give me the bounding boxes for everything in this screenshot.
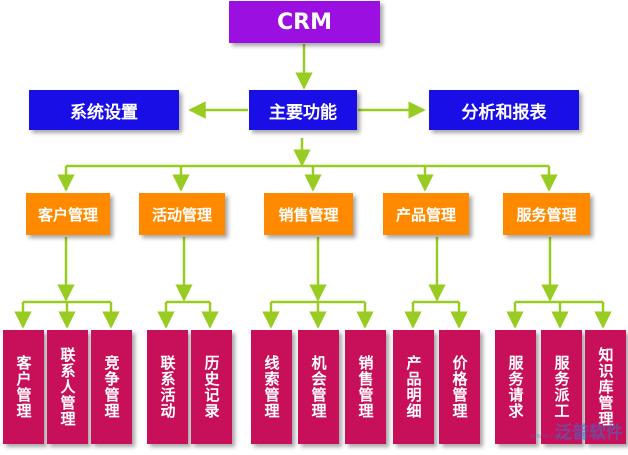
leaf-node: 历史记录 (191, 330, 232, 444)
category-product: 产品管理 (383, 193, 469, 235)
main-functions-node: 主要功能 (249, 90, 357, 130)
leaf-node: 服务请求 (495, 330, 536, 444)
leaf-node: 竞争管理 (91, 330, 132, 444)
leaf-node: 联系活动 (147, 330, 188, 444)
category-activity: 活动管理 (139, 193, 225, 235)
category-sales: 销售管理 (264, 193, 353, 235)
watermark-url: www.fanpusoft.com (530, 432, 608, 440)
leaf-node: 服务派工 (541, 330, 582, 444)
category-customer: 客户管理 (26, 193, 110, 235)
leaf-node: 客户管理 (3, 330, 44, 444)
watermark-logo: 泛普软件 (555, 422, 623, 443)
root-node: CRM (229, 1, 380, 43)
leaf-node: 联系人管理 (47, 330, 88, 444)
leaf-node: 机会管理 (298, 330, 339, 444)
leaf-node: 销售管理 (345, 330, 386, 444)
category-service: 服务管理 (503, 193, 590, 235)
leaf-node: 产品明细 (393, 330, 434, 444)
analysis-reports-node: 分析和报表 (429, 90, 579, 130)
leaf-node: 知识库管理 (585, 330, 626, 444)
leaf-node: 价格管理 (439, 330, 480, 444)
leaf-node: 线索管理 (251, 330, 292, 444)
system-settings-node: 系统设置 (29, 90, 179, 130)
